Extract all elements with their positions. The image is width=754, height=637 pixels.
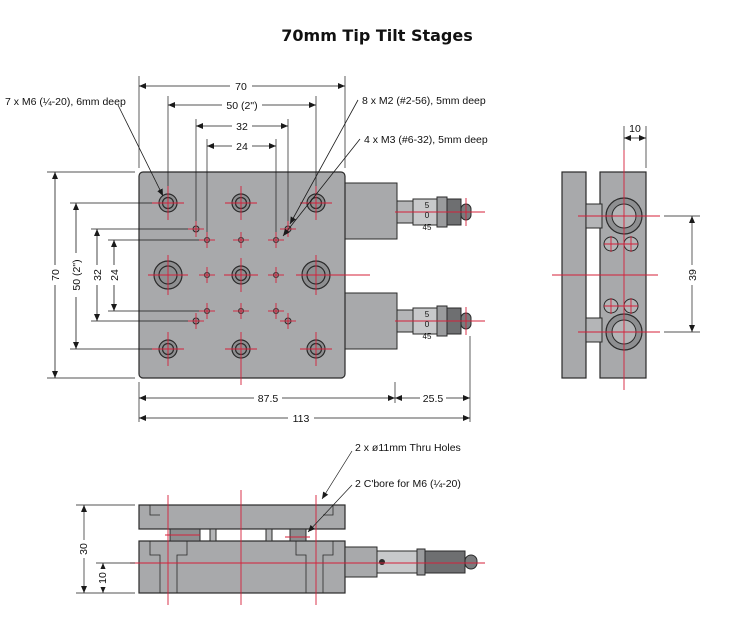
dim-top-32: 32 xyxy=(236,121,248,133)
dim-top-24: 24 xyxy=(236,141,248,153)
dim-front-30: 30 xyxy=(78,543,90,555)
dim-left-50: 50 (2") xyxy=(71,259,83,290)
micrometer-upper-scale-0: 0 xyxy=(425,211,430,220)
dim-top-70: 70 xyxy=(235,81,247,93)
front-view: 30 10 2 x ø11mm Thru Holes 2 C'bore for … xyxy=(76,442,485,605)
dim-left-32: 32 xyxy=(92,269,104,281)
page-title: 70mm Tip Tilt Stages xyxy=(281,26,473,45)
dim-left-24: 24 xyxy=(109,269,121,281)
top-view: 70 50 (2") 32 24 70 50 (2") 32 24 87.5 2… xyxy=(5,76,488,425)
micrometer-lower-scale-5: 5 xyxy=(425,310,430,319)
callout-thru-holes: 2 x ø11mm Thru Holes xyxy=(355,442,461,454)
dim-left-70: 70 xyxy=(50,269,62,281)
callout-m2-holes: 8 x M2 (#2-56), 5mm deep xyxy=(362,95,486,107)
dim-front-10: 10 xyxy=(97,572,109,584)
dim-side-39: 39 xyxy=(687,269,699,281)
micrometer-housing-upper xyxy=(344,182,398,240)
front-view-dimensions xyxy=(76,450,353,594)
dim-bottom-113: 113 xyxy=(293,413,310,425)
micrometer-upper-scale-5: 5 xyxy=(425,201,430,210)
micrometer-lower-scale-45: 45 xyxy=(423,332,432,341)
side-view: 10 39 xyxy=(552,123,700,390)
front-view-bottom-plate xyxy=(138,540,346,594)
micrometer-upper-scale-45: 45 xyxy=(423,223,432,232)
top-view-dimension-labels: 70 50 (2") 32 24 70 50 (2") 32 24 87.5 2… xyxy=(48,80,446,425)
callout-m3-holes: 4 x M3 (#6-32), 5mm deep xyxy=(364,134,488,146)
dim-top-50: 50 (2") xyxy=(226,100,257,112)
callout-m6-holes: 7 x M6 (¼-20), 6mm deep xyxy=(5,96,126,108)
front-view-centerlines xyxy=(130,490,485,605)
dim-side-10: 10 xyxy=(629,123,641,135)
top-view-extension-lines xyxy=(47,76,471,422)
callout-cbore: 2 C'bore for M6 (¼-20) xyxy=(355,478,461,490)
callout-leaders xyxy=(117,99,361,237)
dim-bottom-25-5: 25.5 xyxy=(423,393,444,405)
micrometer-lower-scale-0: 0 xyxy=(425,320,430,329)
side-view-centerlines xyxy=(552,150,660,390)
top-view-centerlines xyxy=(148,186,485,385)
micrometer-scales: 5 0 45 5 0 45 xyxy=(423,201,432,341)
dim-bottom-87-5: 87.5 xyxy=(258,393,279,405)
micrometer-housing-lower xyxy=(344,292,398,350)
